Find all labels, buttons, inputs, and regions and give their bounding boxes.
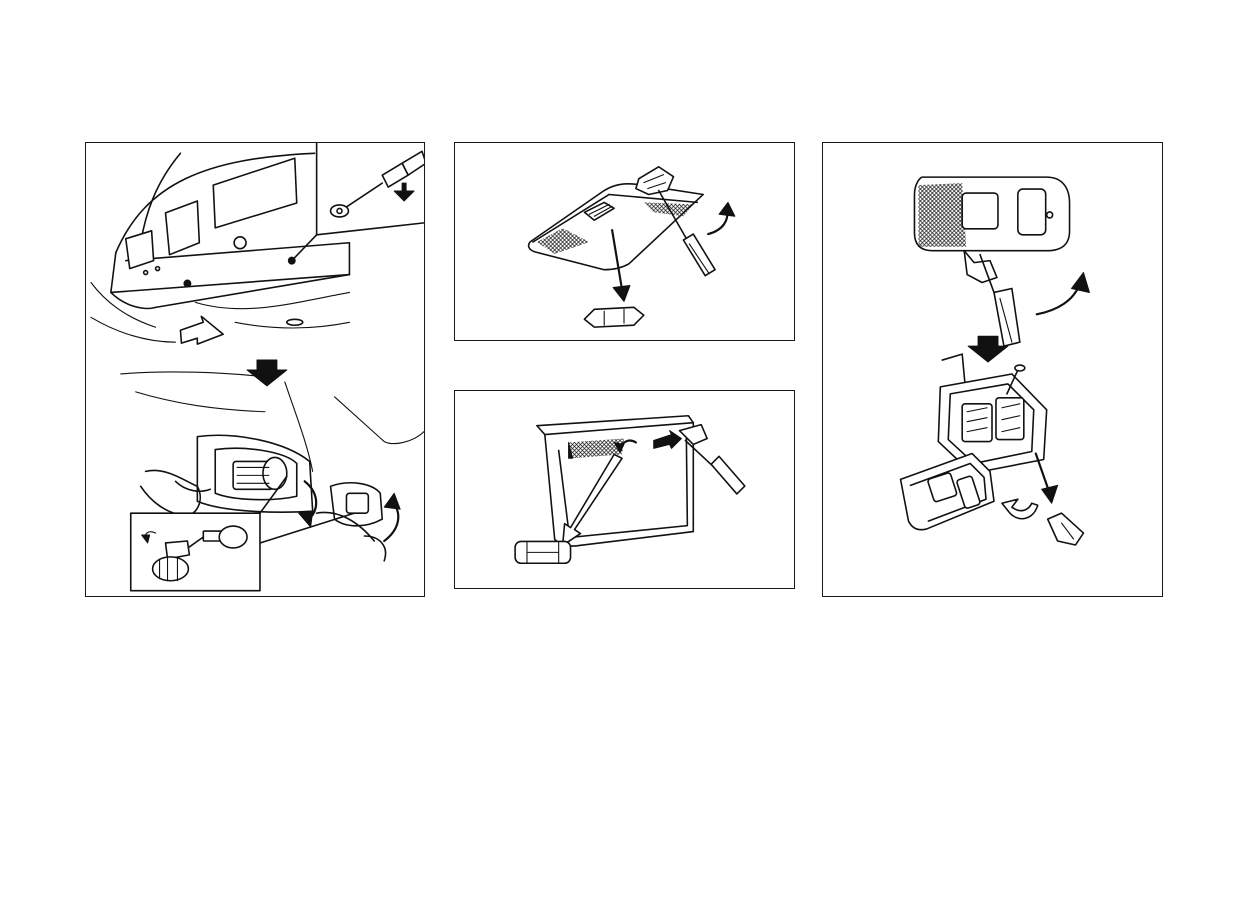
dome-bulb-drawing [455, 143, 794, 340]
map-bulb-drawing [823, 143, 1162, 596]
overhead-bulb-drawing [86, 143, 424, 596]
illustration-panel-vanity-bulb [454, 390, 795, 589]
illustration-panel-map-bulb [822, 142, 1163, 597]
illustration-panel-dome-bulb [454, 142, 795, 341]
vanity-bulb-drawing [455, 391, 794, 588]
illustration-panel-overhead-bulb [85, 142, 425, 597]
